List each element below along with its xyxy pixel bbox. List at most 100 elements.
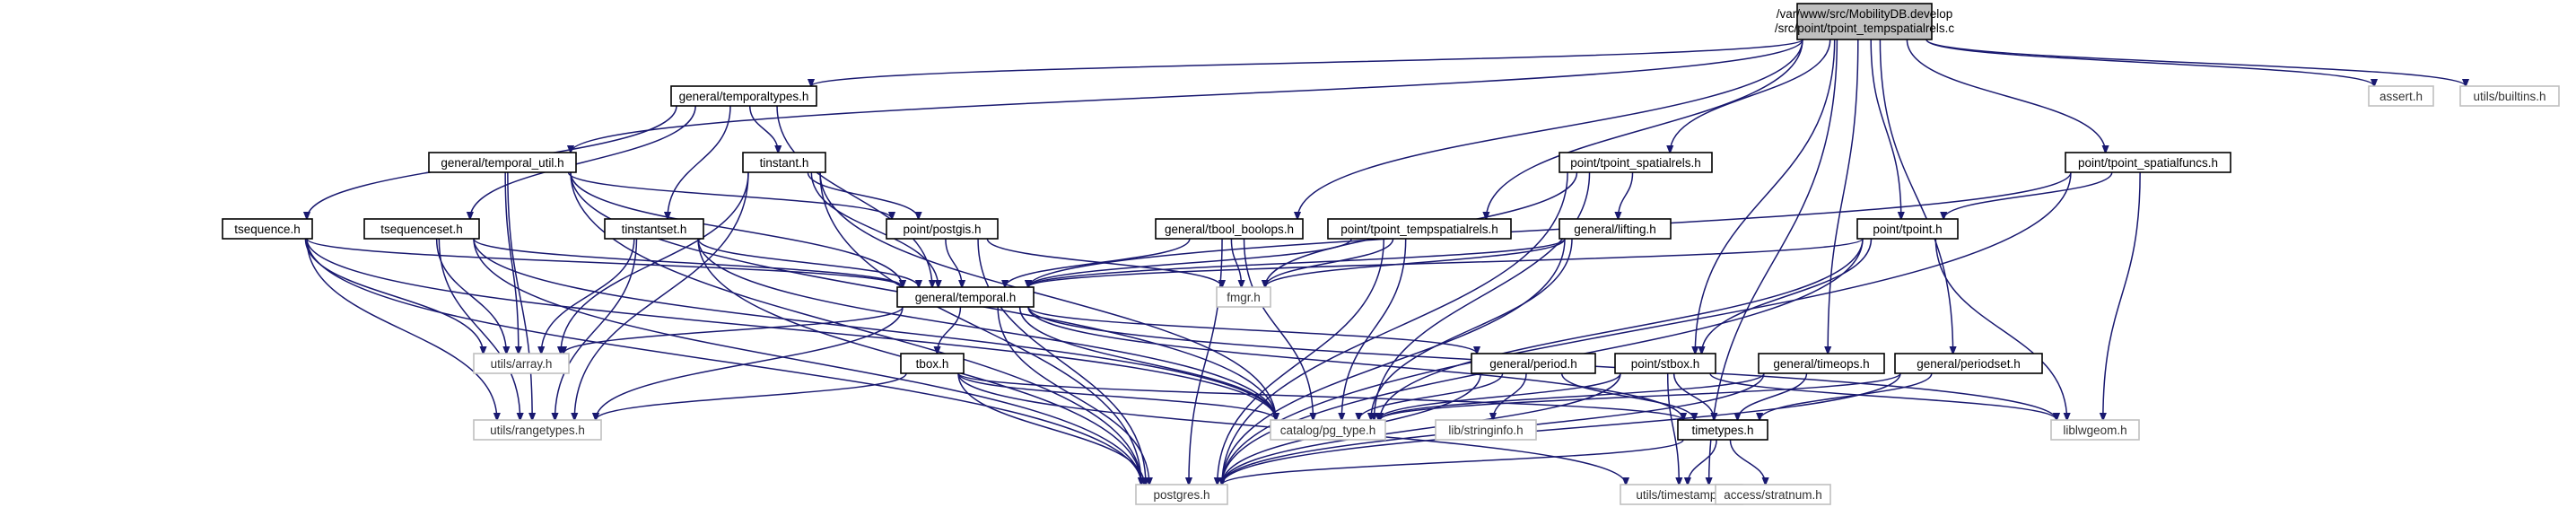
node-lifting[interactable]: general/lifting.h: [1559, 218, 1672, 240]
node-label-timetypes: timetypes.h: [1691, 424, 1753, 437]
edge-temporal-to-pg_type: [1018, 306, 1276, 420]
node-label-rangetypes: utils/rangetypes.h: [490, 424, 585, 437]
node-tinstantset[interactable]: tinstantset.h: [604, 218, 704, 240]
edge-root-to-builtins: [1925, 39, 2466, 86]
node-tsequenceset[interactable]: tsequenceset.h: [363, 218, 480, 240]
node-label-timeops: general/timeops.h: [1773, 357, 1869, 371]
edge-temporal-to-timetypes: [1027, 306, 1683, 420]
node-label-tpoint_spatialfuncs: point/tpoint_spatialfuncs.h: [2078, 156, 2218, 170]
root-label-line-2: /src/point/tpoint_tempspatialrels.c: [1775, 22, 1955, 35]
node-temporaltypes[interactable]: general/temporaltypes.h: [670, 85, 817, 107]
node-timetypes[interactable]: timetypes.h: [1677, 419, 1768, 441]
node-tpoint_spatialfuncs[interactable]: point/tpoint_spatialfuncs.h: [2065, 152, 2231, 173]
edge-lifting-to-temporal: [1028, 238, 1566, 287]
node-tpoint_spatialrels[interactable]: point/tpoint_spatialrels.h: [1559, 152, 1713, 173]
edge-root-to-tbool_boolops: [1297, 39, 1803, 219]
node-root[interactable]: /var/www/src/MobilityDB.develop/src/poin…: [1775, 3, 1955, 40]
node-stbox[interactable]: point/stbox.h: [1614, 353, 1716, 374]
node-box-tsequenceset: [363, 218, 480, 240]
edge-temporal_util-to-array: [504, 171, 519, 354]
edge-tpoint_tempspatialrels-to-pg_type: [1341, 238, 1407, 420]
node-box-fmgr: [1216, 286, 1271, 308]
edge-tsequence-to-pg_type: [306, 238, 1276, 420]
node-array[interactable]: utils/array.h: [473, 353, 570, 374]
node-label-array: utils/array.h: [491, 357, 553, 371]
node-box-tpoint_spatialrels: [1559, 152, 1713, 173]
header-nodes: /var/www/src/MobilityDB.develop/src/poin…: [222, 3, 2560, 505]
node-label-stratnum: access/stratnum.h: [1724, 488, 1822, 502]
edge-tpoint_tempspatialrels-to-fmgr: [1265, 238, 1394, 287]
edge-tsequenceset-to-temporal: [473, 238, 903, 287]
edge-tpoint_spatialrels-to-pg_type: [1374, 171, 1591, 420]
node-builtins[interactable]: utils/builtins.h: [2459, 85, 2560, 107]
edge-tpoint_spatialrels-to-postgres: [1222, 171, 1568, 485]
edge-tpoint_spatialrels-to-lifting: [1618, 171, 1634, 219]
node-postgres[interactable]: postgres.h: [1135, 484, 1228, 505]
edge-tbool_boolops-to-fmgr: [1230, 238, 1241, 287]
node-temporal[interactable]: general/temporal.h: [896, 286, 1035, 308]
edge-tbox-to-rangetypes: [596, 372, 907, 420]
edge-tpoint-to-temporal: [1028, 238, 1864, 287]
node-periodset[interactable]: general/periodset.h: [1894, 353, 2043, 374]
edge-timeops-to-timetypes: [1738, 372, 1808, 420]
node-tbool_boolops[interactable]: general/tbool_boolops.h: [1155, 218, 1304, 240]
node-box-tpoint_tempspatialrels: [1327, 218, 1512, 240]
node-postgis[interactable]: point/postgis.h: [886, 218, 999, 240]
edge-temporal_util-to-postgis: [567, 171, 893, 219]
edge-tinstant-to-postgis: [807, 171, 918, 219]
node-box-lifting: [1559, 218, 1672, 240]
node-assert[interactable]: assert.h: [2368, 85, 2434, 107]
edge-tinstant-to-rangetypes: [574, 171, 749, 420]
node-tpoint_tempspatialrels[interactable]: point/tpoint_tempspatialrels.h: [1327, 218, 1512, 240]
node-box-stringinfo: [1435, 419, 1537, 441]
node-box-temporal_util: [428, 152, 577, 173]
node-period[interactable]: general/period.h: [1471, 353, 1596, 374]
node-liblwgeom[interactable]: liblwgeom.h: [2050, 419, 2140, 441]
edge-root-to-tpoint: [1870, 39, 1901, 219]
node-box-temporaltypes: [670, 85, 817, 107]
node-label-tsequenceset: tsequenceset.h: [380, 223, 463, 236]
edge-tinstant-to-array: [561, 171, 749, 354]
node-stratnum[interactable]: access/stratnum.h: [1715, 484, 1831, 505]
edge-tsequence-to-temporal: [306, 238, 903, 287]
edge-temporaltypes-to-tinstant: [749, 105, 779, 153]
edge-root-to-temporal_util: [571, 39, 1803, 153]
node-tinstant[interactable]: tinstant.h: [742, 152, 826, 173]
edge-root-to-assert: [1925, 39, 2374, 86]
edge-tbool_boolops-to-temporal: [1005, 238, 1191, 287]
dependency-edges: [305, 39, 2466, 485]
edge-temporal-to-postgres: [997, 306, 1149, 485]
edge-timetypes-to-postgres: [1222, 439, 1684, 485]
node-box-tbool_boolops: [1155, 218, 1304, 240]
edge-periodset-to-postgres: [1222, 372, 1901, 485]
node-stringinfo[interactable]: lib/stringinfo.h: [1435, 419, 1537, 441]
node-box-period: [1471, 353, 1596, 374]
node-tsequence[interactable]: tsequence.h: [222, 218, 313, 240]
node-fmgr[interactable]: fmgr.h: [1216, 286, 1271, 308]
node-label-lifting: general/lifting.h: [1574, 223, 1656, 236]
edge-root-to-stbox: [1695, 39, 1836, 354]
node-box-pg_type: [1270, 419, 1386, 441]
edge-lifting-to-pg_type: [1371, 238, 1573, 420]
edge-tinstantset-to-temporal: [697, 238, 919, 287]
node-label-period: general/period.h: [1489, 357, 1577, 371]
edge-period-to-pg_type: [1358, 372, 1504, 420]
node-timeops[interactable]: general/timeops.h: [1758, 353, 1885, 374]
node-label-tbool_boolops: general/tbool_boolops.h: [1165, 223, 1294, 236]
node-box-assert: [2368, 85, 2434, 107]
node-temporal_util[interactable]: general/temporal_util.h: [428, 152, 577, 173]
edge-root-to-tpoint_spatialfuncs: [1906, 39, 2105, 153]
edge-stbox-to-pg_type: [1378, 372, 1621, 420]
edge-lifting-to-postgres: [1222, 238, 1566, 485]
node-box-tinstant: [742, 152, 826, 173]
node-tpoint[interactable]: point/tpoint.h: [1856, 218, 1959, 240]
edge-temporal_util-to-rangetypes: [507, 171, 532, 420]
edge-lifting-to-fmgr: [1265, 238, 1566, 287]
edge-postgis-to-postgres: [977, 238, 1146, 485]
node-rangetypes[interactable]: utils/rangetypes.h: [473, 419, 602, 441]
node-pg_type[interactable]: catalog/pg_type.h: [1270, 419, 1386, 441]
node-tbox[interactable]: tbox.h: [900, 353, 965, 374]
edge-tinstant-to-temporal: [810, 171, 938, 287]
edge-temporaltypes-to-tsequenceset: [470, 105, 696, 219]
